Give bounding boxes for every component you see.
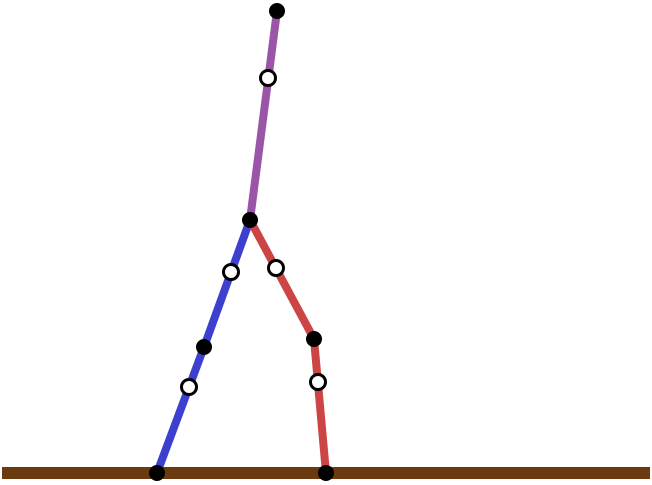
left-shin-center-marker (180, 378, 198, 396)
right-foot-joint (318, 465, 334, 481)
left-foot-joint (149, 465, 165, 481)
left-knee-joint (196, 339, 212, 355)
hip-joint (242, 212, 258, 228)
head-joint (269, 3, 285, 19)
left-thigh-segment (200, 216, 254, 351)
torso-center-marker (259, 69, 277, 87)
torso-segment (246, 7, 281, 224)
right-thigh-center-marker (267, 259, 285, 277)
right-knee-joint (306, 331, 322, 347)
left-thigh-center-marker (222, 263, 240, 281)
right-shin-segment (310, 335, 330, 477)
right-shin-center-marker (309, 373, 327, 391)
right-thigh-segment (246, 216, 318, 343)
left-shin-segment (153, 343, 208, 477)
